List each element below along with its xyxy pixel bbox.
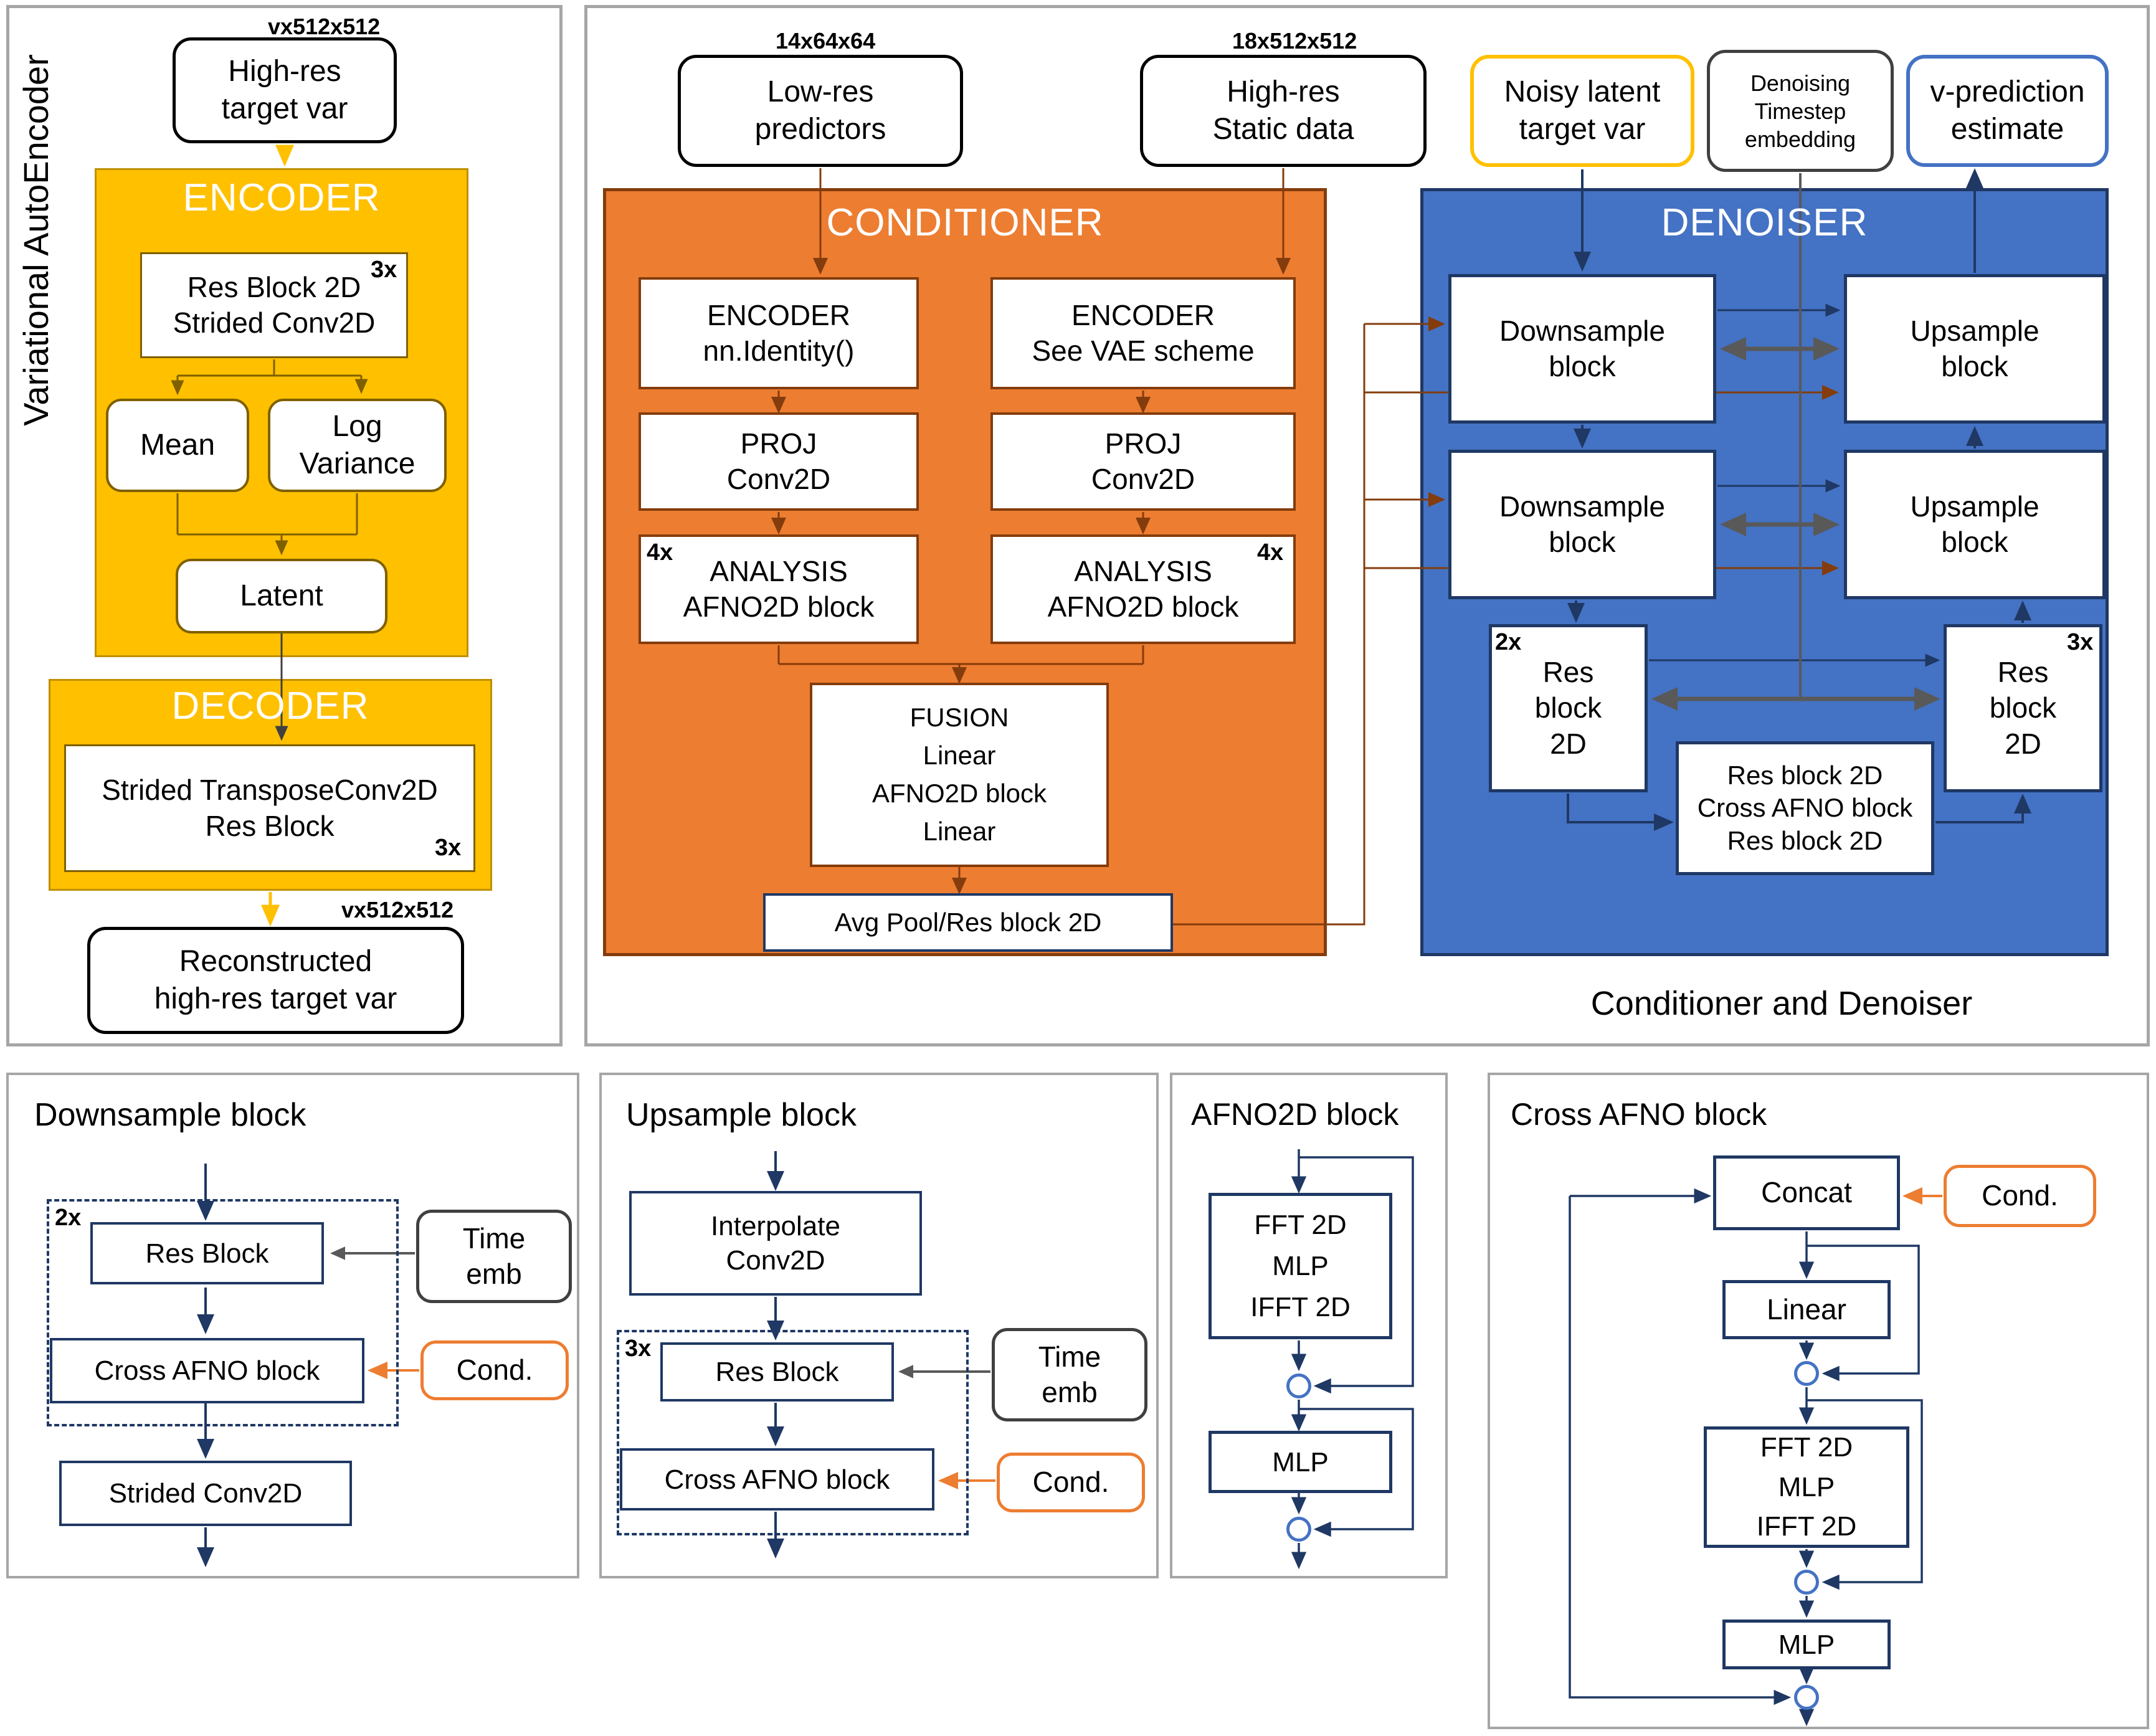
vae-arrows [171,145,368,927]
conditioner-avg-pool-box: Avg Pool/Res block 2D [763,893,1173,952]
vae-output-box: Reconstructed high-res target var [87,927,464,1034]
denoiser-arrows [1567,168,2031,831]
conditioner-input2-dim-label: 18x512x512 [1232,28,1357,54]
cross-afno-concat-box: Concat [1713,1155,1900,1230]
upsample-block-1: Upsample block [1844,274,2106,424]
upsample-cond-box: Cond. [997,1453,1145,1512]
denoiser-title: DENOISER [1661,201,1868,244]
vae-mean-box: Mean [106,399,249,492]
arrow [1935,794,2031,823]
vae-encoder-block: Res Block 2D Strided Conv2D [140,252,408,358]
upsample-time-emb-box: Time emb [992,1328,1147,1421]
downsample-panel-title: Downsample block [34,1097,306,1133]
denoiser-res-block-left: Res block 2D [1489,624,1648,792]
sum-junction [1794,1570,1819,1595]
conditioner-encoder2-box: ENCODER See VAE scheme [990,277,1296,389]
cross-afno-fft-block: FFT 2D MLP IFFT 2D [1704,1426,1909,1548]
cross-afno-mlp-block: MLP [1722,1620,1891,1669]
v-prediction-box: v-prediction estimate [1906,55,2109,167]
sum-junction [1286,1373,1311,1398]
low-res-predictors-box: Low-res predictors [678,55,963,167]
denoiser-res-block-right: Res block 2D [1944,624,2102,792]
afno-fft-block: FFT 2D MLP IFFT 2D [1209,1193,1392,1339]
downsample-repeat-group [47,1199,399,1426]
arrow [176,493,358,536]
skip-arrow [1807,1245,1920,1382]
arrow [777,645,1144,665]
downsample-time-emb-box: Time emb [416,1210,572,1303]
vae-decoder-title: DECODER [171,685,369,728]
conditioner-denoiser-caption: Conditioner and Denoiser [1590,985,1973,1022]
conditioner-title: CONDITIONER [826,201,1104,244]
sum-junction [1794,1685,1819,1710]
multiplier-label: 3x [625,1335,652,1362]
downsample-cond-box: Cond. [420,1340,569,1400]
cross-afno-linear-box: Linear [1722,1280,1891,1339]
vae-latent-box: Latent [176,559,387,633]
vae-side-label: Variational AutoEncoder [16,54,56,426]
vae-encoder-title: ENCODER [183,176,381,219]
upsample-block-2: Upsample block [1844,450,2106,599]
multiplier-label: 4x [1257,539,1284,566]
downsample-panel-arrows [197,1164,419,1567]
downsample-block-1: Downsample block [1448,274,1716,424]
skip-arrow [1299,1156,1414,1394]
upsample-repeat-group [617,1330,969,1535]
sum-junction [1794,1361,1819,1386]
multiplier-label: 4x [647,539,673,566]
arrow [1567,794,1674,831]
upsample-panel-title: Upsample block [626,1097,857,1133]
conditioner-analysis1-box: ANALYSIS AFNO2D block [639,534,919,644]
vae-side-label-wrap: Variational AutoEncoder [12,37,59,442]
high-res-static-data-box: High-res Static data [1140,55,1427,167]
downsample-res-block: Res Block [90,1222,324,1284]
downsample-block-2: Downsample block [1448,450,1716,599]
vae-input-dim-label: vx512x512 [268,14,381,39]
downsample-cross-afno-block: Cross AFNO block [50,1338,364,1403]
conditioner-proj1-box: PROJ Conv2D [639,412,919,511]
denoiser-bottleneck-box: Res block 2D Cross AFNO block Res block … [1676,741,1934,875]
afno-mlp-block: MLP [1209,1431,1392,1493]
vae-decoder-block: Strided TransposeConv2D Res Block [64,744,475,872]
vae-input-box: High-res target var [173,37,397,143]
conditioner-proj2-box: PROJ Conv2D [990,412,1296,511]
arrow [178,359,361,377]
downsample-strided-conv: Strided Conv2D [59,1461,352,1526]
cross-afno-panel-title: Cross AFNO block [1511,1097,1767,1132]
upsample-interpolate-box: Interpolate Conv2D [629,1191,922,1296]
conditioner-analysis2-box: ANALYSIS AFNO2D block [990,534,1296,644]
cross-afno-panel-arrows [1569,1187,1942,1727]
timestep-embedding-box: Denoising Timestep embedding [1707,50,1894,172]
conditioner-fusion-box: FUSION Linear AFNO2D block Linear [810,683,1109,867]
multiplier-label: 2x [1495,629,1522,655]
noisy-latent-box: Noisy latent target var [1470,55,1694,167]
multiplier-label: 3x [435,835,462,861]
skip-arrow [1569,1196,1792,1705]
multiplier-label: 3x [371,257,397,283]
multiplier-label: 2x [55,1205,82,1231]
multiplier-label: 3x [2067,629,2094,655]
vae-output-dim-label: vx512x512 [341,897,454,923]
conditioner-encoder1-box: ENCODER nn.Identity() [639,277,919,389]
upsample-res-block: Res Block [660,1342,894,1402]
upsample-cross-afno-block: Cross AFNO block [620,1448,934,1511]
sum-junction [1286,1517,1311,1542]
afno-panel-title: AFNO2D block [1191,1097,1399,1132]
vae-log-variance-box: Log Variance [268,399,447,492]
afno-panel-arrows [1291,1149,1414,1570]
conditioning-trunk [1173,324,1365,926]
cross-afno-cond-box: Cond. [1944,1165,2096,1227]
skip-arrow [1807,1399,1923,1590]
conditioner-input1-dim-label: 14x64x64 [776,28,876,54]
skip-arrow [1299,1408,1414,1537]
